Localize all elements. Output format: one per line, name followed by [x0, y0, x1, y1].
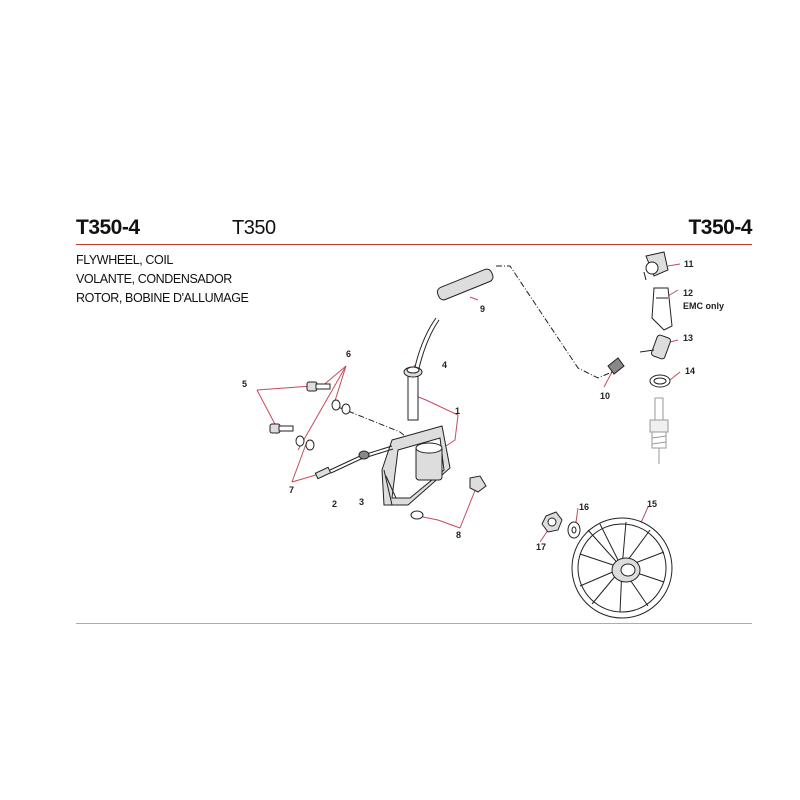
callout-10: 10	[600, 391, 610, 401]
callout-9: 9	[480, 304, 485, 314]
ignition-coil	[337, 317, 451, 506]
callout-1: 1	[455, 406, 460, 416]
model-name: T350	[232, 217, 276, 239]
page-code-left: T350-4	[76, 216, 140, 239]
flywheel-part	[571, 517, 673, 619]
callout-4: 4	[442, 360, 447, 370]
callout-13: 13	[683, 333, 693, 343]
plug-cap-alt-part	[639, 334, 671, 360]
title-english: FLYWHEEL, COIL	[76, 253, 173, 267]
callout-15: 15	[647, 499, 657, 509]
stop-wire	[314, 445, 394, 480]
callout-2: 2	[332, 499, 337, 509]
callout-17: 17	[536, 542, 546, 552]
callout-8: 8	[456, 530, 461, 540]
title-french: ROTOR, BOBINE D'ALLUMAGE	[76, 291, 249, 305]
callout-12: 12	[683, 288, 693, 298]
washer-parts	[295, 399, 351, 451]
terminal-part	[607, 357, 625, 375]
footer-rule	[76, 623, 752, 624]
title-spanish: VOLANTE, CONDENSADOR	[76, 272, 232, 286]
header-rule	[76, 244, 752, 245]
callout-labels: 1 2 3 4 5 6 7 8 9 10 11 12 EMC only 13 1…	[242, 259, 724, 552]
callout-5: 5	[242, 379, 247, 389]
callout-11: 11	[684, 259, 694, 269]
callout-16: 16	[579, 502, 589, 512]
callout-14: 14	[685, 366, 695, 376]
callout-3: 3	[359, 497, 364, 507]
ignition-lead	[436, 265, 613, 379]
page-code-right: T350-4	[688, 216, 752, 239]
leader-lines	[256, 263, 681, 543]
plug-cap-part	[643, 251, 669, 281]
flywheel-washer-part	[567, 521, 581, 539]
spark-plug-reference	[649, 397, 669, 464]
screw-parts	[269, 381, 331, 434]
ring-part	[649, 374, 671, 388]
flywheel-nut-part	[541, 511, 563, 533]
callout-12-note: EMC only	[683, 301, 724, 311]
spacer-parts	[410, 475, 487, 520]
callout-7: 7	[289, 485, 294, 495]
emc-boot-part	[651, 287, 673, 331]
grommet-part	[403, 366, 423, 378]
callout-6: 6	[346, 349, 351, 359]
